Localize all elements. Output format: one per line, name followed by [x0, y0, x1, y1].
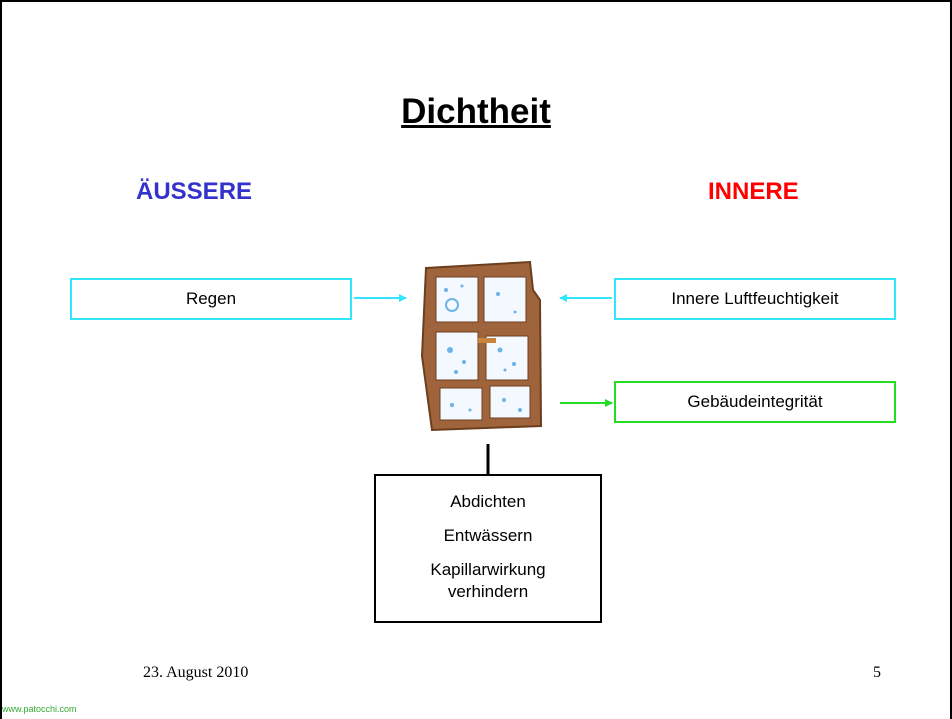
box-rain-label: Regen: [185, 289, 237, 308]
measure-item: Kapillarwirkung: [430, 560, 546, 579]
measure-item: Entwässern: [443, 526, 533, 545]
slide-title: Dichtheit: [401, 92, 551, 131]
box-humidity-label: Innere Luftfeuchtigkeit: [671, 289, 839, 308]
window-illustration-icon: [420, 260, 543, 432]
box-humidity: Innere Luftfeuchtigkeit: [614, 278, 896, 320]
watermark: www.patocchi.com: [2, 704, 77, 714]
box-integrity-label: Gebäudeintegrität: [687, 392, 823, 411]
footer-date: 23. August 2010: [143, 664, 249, 681]
page-number: 5: [873, 664, 881, 681]
heading-inner: INNERE: [708, 178, 799, 205]
heading-outer: ÄUSSERE: [136, 178, 253, 205]
measures-box: Abdichten Entwässern Kapillarwirkung ver…: [374, 474, 602, 623]
measure-item: Abdichten: [450, 492, 526, 511]
box-integrity: Gebäudeintegrität: [614, 381, 896, 423]
box-rain: Regen: [70, 278, 352, 320]
measure-item: verhindern: [447, 582, 529, 601]
